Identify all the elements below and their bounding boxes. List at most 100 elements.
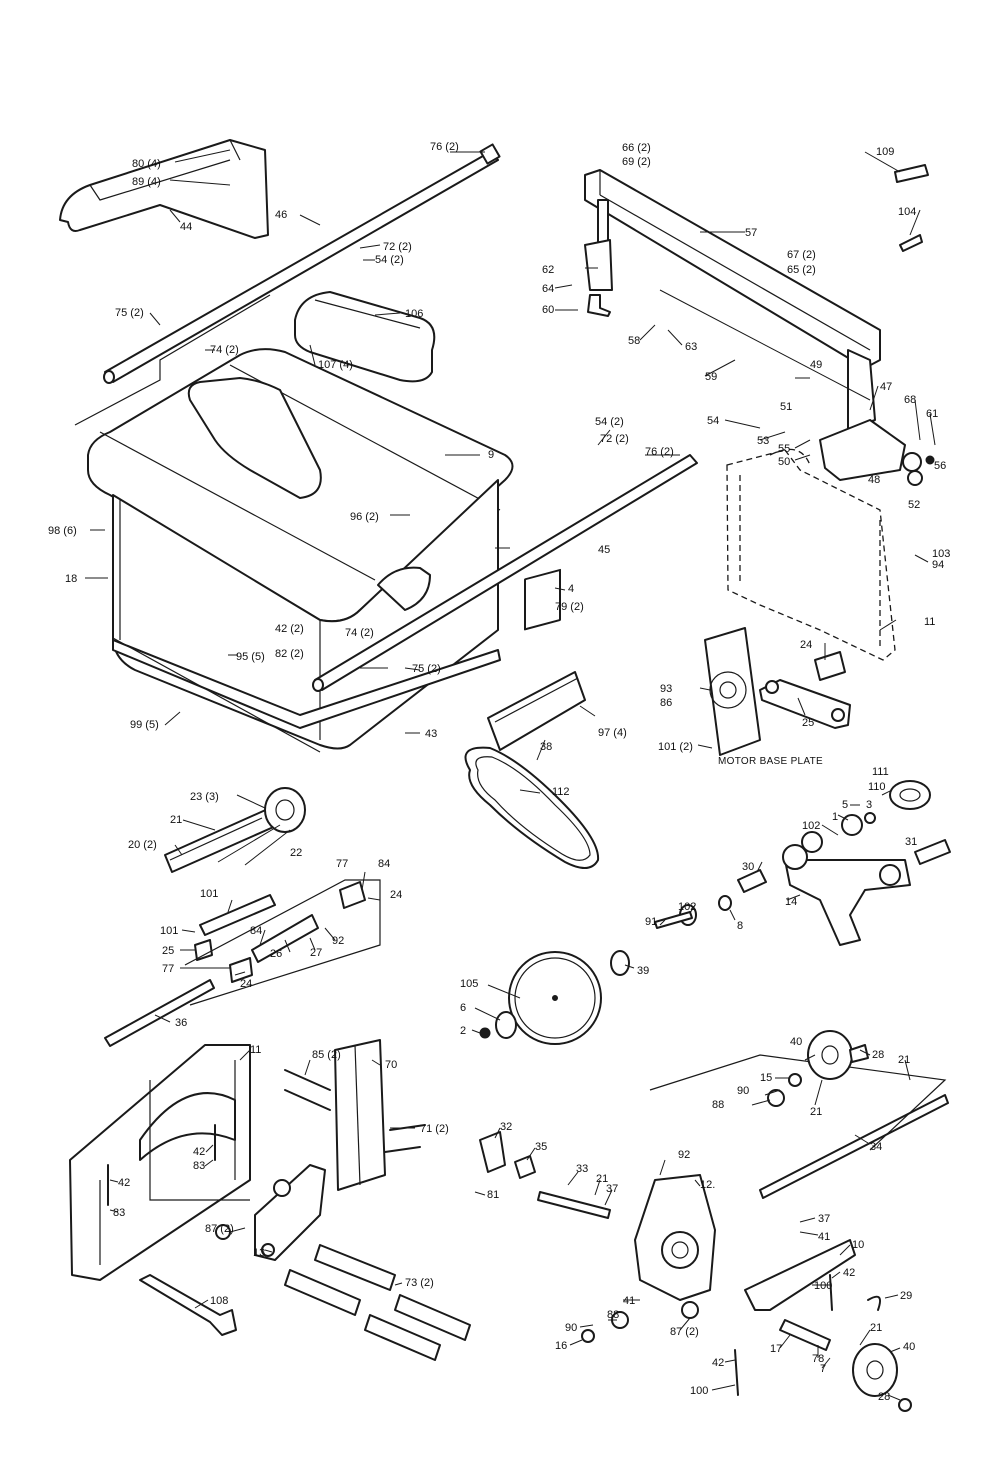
callout-90a: 90 <box>737 1085 749 1097</box>
blade-guard <box>59 139 269 239</box>
callout-64: 64 <box>542 283 554 295</box>
callout-72b: 72 (2) <box>600 433 629 445</box>
callout-8: 8 <box>737 920 743 932</box>
block <box>514 1155 536 1179</box>
callout-31: 31 <box>905 836 917 848</box>
tilt-shaft <box>537 1191 611 1219</box>
callout-12: 12. <box>700 1179 715 1191</box>
callout-76a: 76 (2) <box>430 141 459 153</box>
callout-87b: 87 (2) <box>670 1326 699 1338</box>
callout-37a: 37 <box>606 1183 618 1195</box>
wrench <box>139 1274 237 1336</box>
callout-71: 71 (2) <box>420 1123 449 1135</box>
callout-41a: 41 <box>818 1231 830 1243</box>
callout-86: 86 <box>660 697 672 709</box>
fence-rail-rear <box>103 143 501 384</box>
motor-base-plate-label: MOTOR BASE PLATE <box>718 756 823 767</box>
callout-74b: 74 (2) <box>345 627 374 639</box>
callout-57: 57 <box>745 227 757 239</box>
callout-56: 56 <box>934 460 946 472</box>
callout-61: 61 <box>926 408 938 420</box>
callout-37b: 37 <box>818 1213 830 1225</box>
callout-84a: 84 <box>378 858 390 870</box>
callout-100a: 100 <box>814 1280 832 1292</box>
callout-54c: 54 <box>707 415 719 427</box>
callout-39: 39 <box>637 965 649 977</box>
callout-94: 94 <box>932 559 944 571</box>
callout-83b: 83 <box>113 1207 125 1219</box>
nut <box>767 1089 785 1107</box>
label-plate <box>524 568 561 631</box>
callout-66: 66 (2) <box>622 142 651 154</box>
callout-60: 60 <box>542 304 554 316</box>
motor-pulley <box>889 780 931 810</box>
callout-75b: 75 (2) <box>412 663 441 675</box>
callout-73: 73 (2) <box>405 1277 434 1289</box>
motor-bracket-outline <box>726 448 896 661</box>
callout-89: 89 (4) <box>132 176 161 188</box>
callout-99: 99 (5) <box>130 719 159 731</box>
callout-96: 96 (2) <box>350 511 379 523</box>
callout-42b: 42 <box>193 1146 205 1158</box>
callout-32: 32 <box>500 1121 512 1133</box>
callout-38: 38 <box>540 741 552 753</box>
callout-53: 53 <box>757 435 769 447</box>
callout-59: 59 <box>705 371 717 383</box>
callout-21e: 21 <box>870 1322 882 1334</box>
callout-33: 33 <box>576 1163 588 1175</box>
callout-72a: 72 (2) <box>383 241 412 253</box>
assembly-outline-2 <box>649 1054 947 1151</box>
callout-26: 26 <box>270 948 282 960</box>
bevel-scale <box>487 671 586 751</box>
callout-107: 107 (4) <box>318 359 353 371</box>
callout-21d: 21 <box>898 1054 910 1066</box>
table-top <box>87 348 514 623</box>
callout-90b: 90 <box>565 1322 577 1334</box>
callout-109: 109 <box>876 146 894 158</box>
callout-46: 46 <box>275 209 287 221</box>
rip-fence <box>584 169 935 486</box>
callout-54a: 54 (2) <box>375 254 404 266</box>
washer <box>718 895 732 911</box>
callout-28b: 28 <box>878 1391 890 1403</box>
arbor-bracket <box>782 812 951 946</box>
washer <box>581 1329 595 1343</box>
trunnion-rods <box>284 1244 471 1361</box>
callout-11b: 11 <box>250 1044 261 1056</box>
callout-58: 58 <box>628 335 640 347</box>
callout-62: 62 <box>542 264 554 276</box>
callout-18: 18 <box>65 573 77 585</box>
callout-10: 10 <box>852 1239 864 1251</box>
spring <box>788 1073 802 1087</box>
callout-13: 13 <box>253 1247 265 1259</box>
callout-6: 6 <box>460 1002 466 1014</box>
callout-79: 79 (2) <box>555 601 584 613</box>
arbor-pulley-assembly <box>164 787 306 873</box>
rod <box>384 1146 421 1153</box>
callout-106: 106 <box>405 308 423 320</box>
callout-34: 34 <box>870 1141 882 1153</box>
callout-80: 80 (4) <box>132 158 161 170</box>
fence-rail-front <box>312 454 698 692</box>
callout-9: 9 <box>488 449 494 461</box>
callout-65: 65 (2) <box>787 264 816 276</box>
callout-67: 67 (2) <box>787 249 816 261</box>
callout-74a: 74 (2) <box>210 344 239 356</box>
callout-75a: 75 (2) <box>115 307 144 319</box>
front-trunnion-frame <box>69 1044 251 1281</box>
leader-lines <box>85 149 936 1401</box>
handwheel-lower <box>852 1343 912 1412</box>
callout-24c: 24 <box>240 978 252 990</box>
callout-14: 14 <box>785 896 797 908</box>
callout-102a: 102 <box>802 820 820 832</box>
callout-42e: 42 <box>712 1357 724 1369</box>
callout-45: 45 <box>598 544 610 556</box>
callout-51: 51 <box>780 401 792 413</box>
callout-42c: 42 <box>118 1177 130 1189</box>
motor-base-plate <box>704 627 761 756</box>
callout-42a: 42 (2) <box>275 623 304 635</box>
callout-22: 22 <box>290 847 302 859</box>
callout-4: 4 <box>568 583 574 595</box>
callout-20: 20 (2) <box>128 839 157 851</box>
callout-1: 1 <box>832 811 838 823</box>
